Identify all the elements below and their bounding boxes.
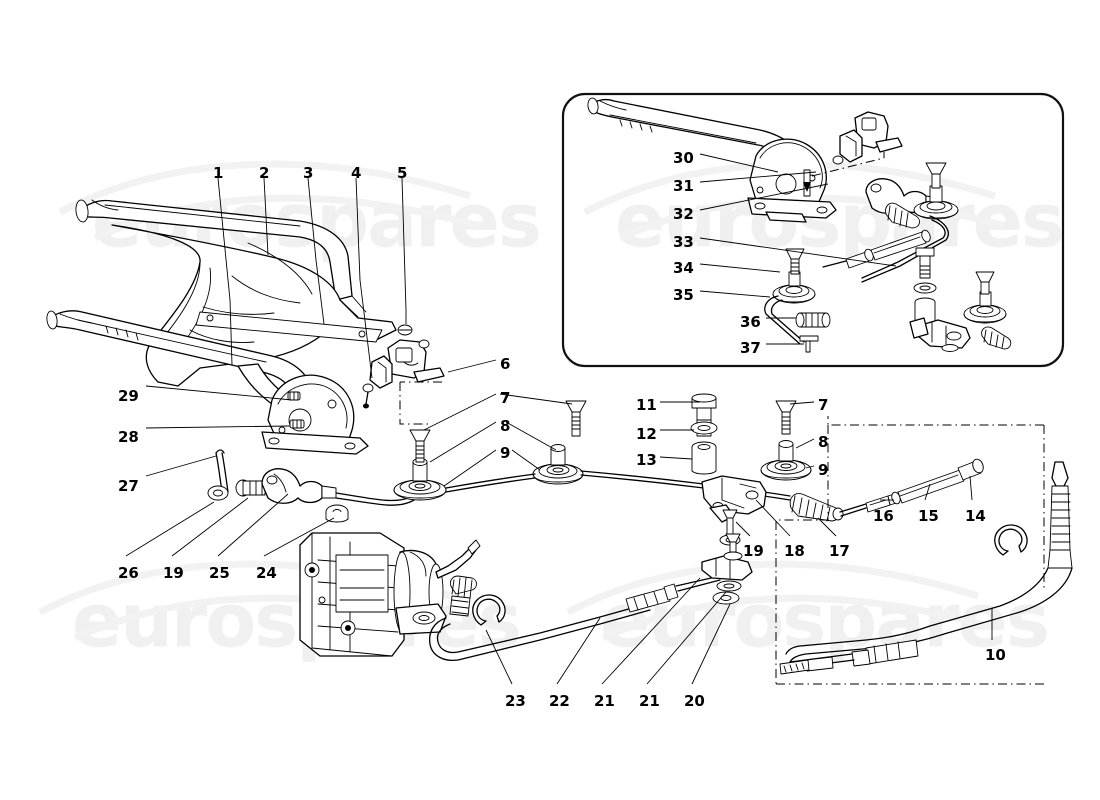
callout-number-32: 32	[673, 205, 694, 223]
lower-cable-22	[428, 575, 721, 662]
callout-number-13: 13	[636, 451, 657, 469]
bolt-7-center	[565, 400, 587, 437]
e-clip-23	[472, 594, 506, 626]
long-cable-10	[779, 461, 1073, 675]
callout-number-24: 24	[256, 564, 277, 582]
inset-pulley-lower	[772, 248, 816, 304]
switch-bracket-group	[362, 324, 445, 409]
callout-number-19a: 19	[163, 564, 184, 582]
washer-12	[690, 421, 718, 435]
callout-number-36: 36	[740, 313, 761, 331]
callout-number-4: 4	[351, 164, 362, 182]
cable-end-spring-23	[449, 575, 477, 617]
callout-number-37: 37	[740, 339, 761, 357]
callout-number-35: 35	[673, 286, 694, 304]
inset-pulley-right	[963, 271, 1007, 324]
callout-number-30: 30	[673, 149, 694, 167]
callout-number-3: 3	[303, 164, 314, 182]
lever-arm-25	[261, 468, 337, 504]
callout-number-29: 29	[118, 387, 139, 405]
adjuster-rod-assembly	[839, 458, 984, 517]
bolt-7-right	[775, 400, 797, 435]
bolt-19-center	[722, 509, 738, 535]
bolt-19-left	[235, 479, 266, 497]
callout-number-25: 25	[209, 564, 230, 582]
inset-spring-36b	[885, 202, 920, 229]
callout-number-9b: 9	[818, 461, 829, 479]
callout-number-12: 12	[636, 425, 657, 443]
inset-sleeve-36	[795, 312, 831, 328]
callout-number-19c: 19	[743, 542, 764, 560]
callout-number-22: 22	[549, 692, 570, 710]
callout-number-34: 34	[673, 259, 694, 277]
callout-number-21a: 21	[594, 692, 615, 710]
callout-number-11: 11	[636, 396, 657, 414]
spacer-8-right	[778, 440, 794, 462]
callout-number-14: 14	[965, 507, 986, 525]
inset-artwork	[587, 97, 1012, 353]
pulley-9-right	[760, 459, 812, 481]
ratchet-sector-group	[261, 374, 369, 455]
inset-panel-border	[561, 92, 1065, 368]
callout-number-6: 6	[500, 355, 511, 373]
caliper-body	[299, 532, 481, 657]
bolt-19-bracket	[723, 533, 743, 561]
callout-number-27: 27	[118, 477, 139, 495]
bolt-7-left	[409, 429, 431, 463]
bush-13	[691, 441, 717, 475]
spring-17	[789, 493, 844, 522]
push-rod-28	[289, 419, 305, 429]
callout-number-33: 33	[673, 233, 694, 251]
inset-pulley-upper	[913, 162, 959, 220]
spacer-8-center	[550, 444, 566, 466]
push-rod-29	[287, 391, 301, 401]
callout-number-1: 1	[213, 164, 224, 182]
inset-pin-37	[799, 335, 819, 353]
leader-lines	[125, 177, 993, 685]
callout-number-31: 31	[673, 177, 694, 195]
callout-number-9a: 9	[500, 444, 511, 462]
callout-number-18: 18	[784, 542, 805, 560]
callout-number-2: 2	[259, 164, 270, 182]
cable-bracket-20	[701, 533, 753, 605]
callout-number-15: 15	[918, 507, 939, 525]
callout-number-5: 5	[397, 164, 408, 182]
inset-bolt-column	[913, 247, 937, 326]
washer-26	[207, 485, 229, 501]
pulley-9-left	[393, 479, 447, 501]
bush-24	[325, 504, 349, 523]
callout-number-23: 23	[505, 692, 526, 710]
callout-number-21b: 21	[639, 692, 660, 710]
callout-number-8b: 8	[818, 433, 829, 451]
pulley-9-center	[532, 463, 584, 485]
callout-number-16: 16	[873, 507, 894, 525]
callout-number-10: 10	[985, 646, 1006, 664]
callout-number-20: 20	[684, 692, 705, 710]
callout-number-8a: 8	[500, 417, 511, 435]
callout-number-7a: 7	[500, 389, 511, 407]
callout-number-28: 28	[118, 428, 139, 446]
callout-number-7b: 7	[818, 396, 829, 414]
callout-number-17: 17	[829, 542, 850, 560]
callout-number-26: 26	[118, 564, 139, 582]
